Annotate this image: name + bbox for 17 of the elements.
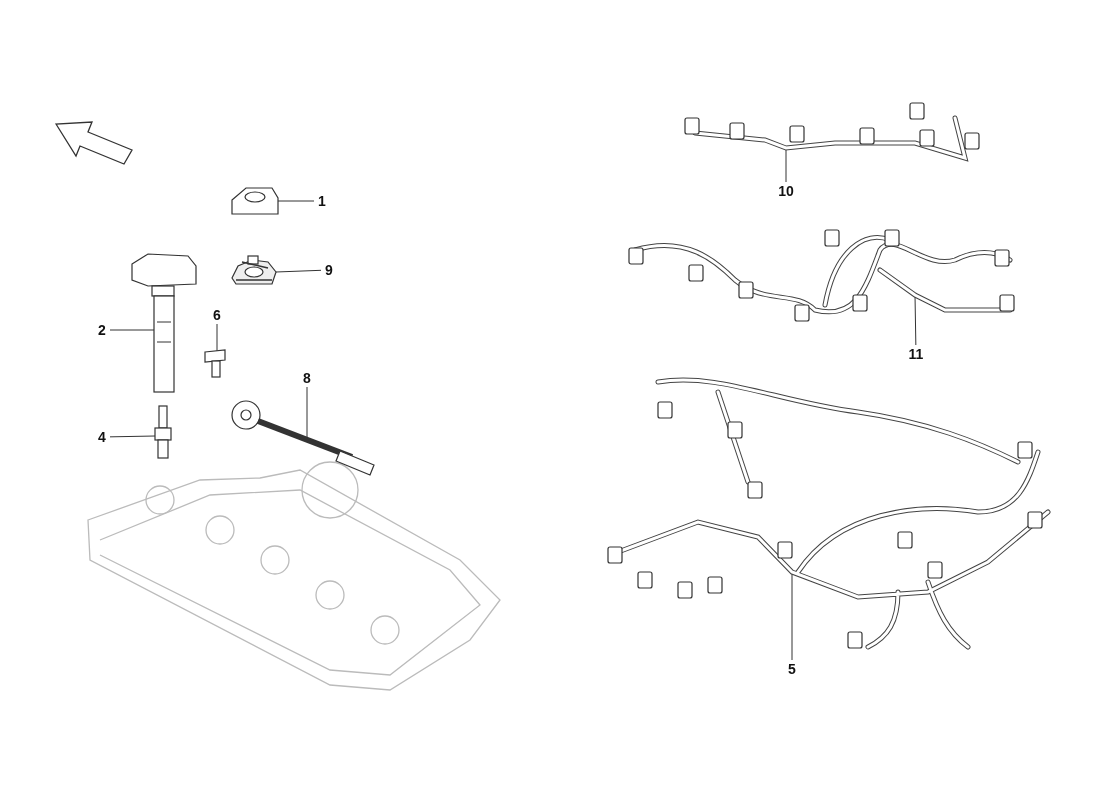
callout-number: 5 — [784, 660, 800, 678]
leader-line — [216, 323, 218, 352]
leader-line — [275, 269, 322, 273]
callout-number: 1 — [314, 192, 330, 210]
callout-number: 6 — [209, 306, 225, 324]
leader-line — [109, 329, 155, 331]
callout-number: 10 — [774, 182, 798, 200]
leader-line — [785, 147, 787, 183]
callout-number: 8 — [299, 369, 315, 387]
cover-cap-drawing — [228, 186, 280, 216]
leader-line — [791, 571, 793, 661]
callout-number: 2 — [94, 321, 110, 339]
callout-number: 9 — [321, 261, 337, 279]
leader-line — [277, 200, 315, 202]
leader-line — [109, 435, 156, 438]
callout-number: 4 — [94, 428, 110, 446]
callout-number: 11 — [904, 345, 928, 363]
